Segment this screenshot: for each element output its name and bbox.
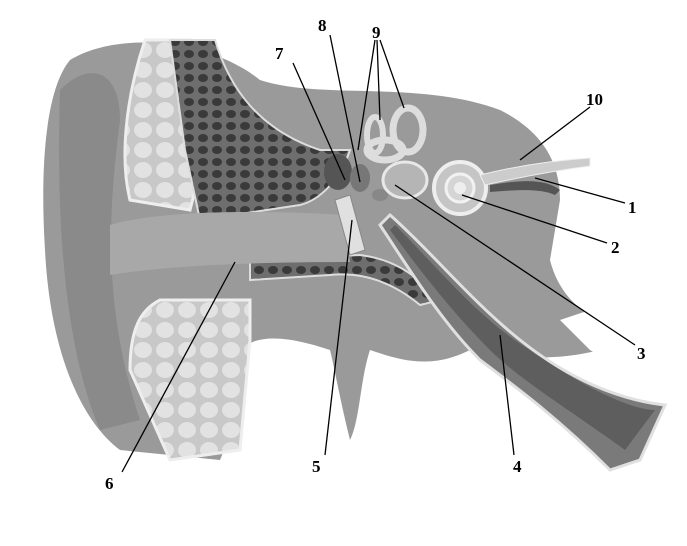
incus — [350, 164, 370, 192]
leader-line-9c — [379, 39, 405, 109]
leader-line-9b — [376, 39, 381, 121]
leader-line-7 — [292, 62, 346, 181]
leader-line-1 — [534, 177, 626, 204]
label-4: 4 — [513, 457, 522, 476]
label-9: 9 — [372, 23, 381, 42]
label-6: 6 — [105, 474, 114, 493]
leader-line-5 — [324, 219, 353, 456]
fat-tissue-lower — [128, 298, 252, 462]
semicircular-canal-1 — [389, 104, 427, 156]
label-7: 7 — [275, 44, 284, 63]
label-3: 3 — [637, 344, 646, 363]
vestibule — [381, 160, 429, 200]
stapes — [372, 189, 388, 201]
leader-line-6 — [121, 261, 236, 473]
leader-line-10 — [519, 106, 591, 161]
leader-line-2 — [461, 194, 608, 244]
auditory-nerve — [479, 157, 591, 186]
label-1: 1 — [628, 198, 637, 217]
leader-line-4 — [499, 334, 515, 456]
label-10: 10 — [586, 90, 603, 109]
label-5: 5 — [312, 457, 321, 476]
temporal-bone-lower — [249, 253, 442, 307]
ear-canal — [110, 212, 350, 275]
label-8: 8 — [318, 16, 327, 35]
temporal-bone-upper — [168, 39, 352, 222]
leader-line-9a — [357, 39, 376, 151]
leader-line-8 — [329, 34, 361, 183]
label-2: 2 — [611, 238, 620, 257]
malleus — [324, 154, 352, 190]
semicircular-canal-3 — [364, 114, 386, 156]
eardrum — [334, 194, 366, 256]
leader-line-3 — [394, 184, 636, 346]
